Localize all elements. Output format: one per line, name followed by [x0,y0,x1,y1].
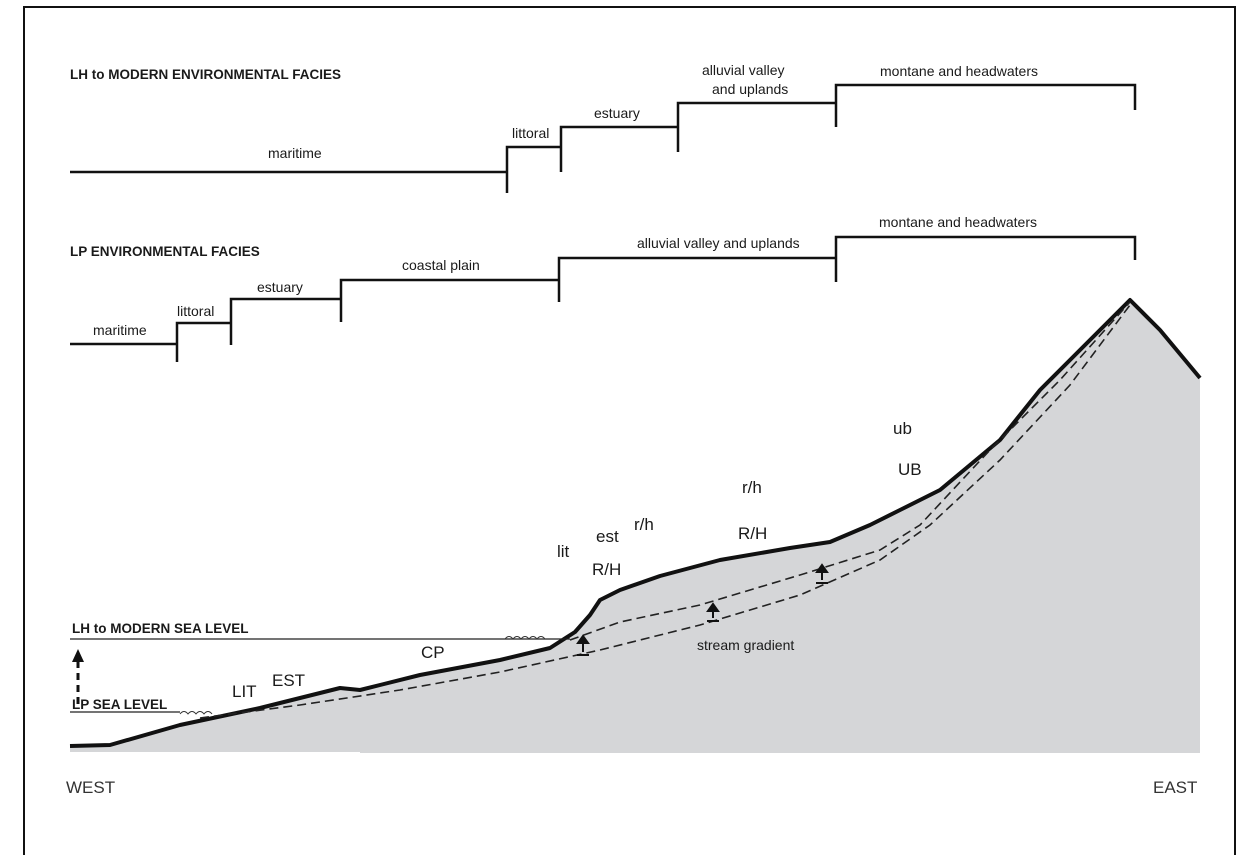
gradient-arrow-1 [576,634,590,656]
gradient-arrow-3 [815,563,829,584]
east-label: EAST [1153,778,1197,797]
stream-gradient-lower-line [199,304,1131,719]
profile-label-est-lower: est [596,527,619,546]
lh-facies-alluvial-1: alluvial valley [702,62,784,78]
profile-label-ub-upper: UB [898,460,922,479]
profile-label-cp: CP [421,643,445,662]
west-label: WEST [66,778,115,797]
lp-facies-title: LP ENVIRONMENTAL FACIES [70,244,260,259]
modern-sea-waves [504,636,546,640]
profile-label-rh-upper-2: R/H [738,524,767,543]
lh-facies-maritime: maritime [268,145,322,161]
lh-facies-littoral: littoral [512,125,549,141]
lp-facies-littoral: littoral [177,303,214,319]
ground-base-strip [360,713,1200,753]
modern-sea-level-label: LH to MODERN SEA LEVEL [72,621,249,636]
lp-facies-estuary: estuary [257,279,303,295]
lh-facies-title: LH to MODERN ENVIRONMENTAL FACIES [70,67,341,82]
lh-facies-step-line [70,83,1137,193]
lh-facies-montane: montane and headwaters [880,63,1038,79]
diagram-frame [23,6,1236,855]
lh-facies-estuary: estuary [594,105,640,121]
ground-profile-fill [70,300,1200,752]
lp-sea-level-label: LP SEA LEVEL [72,697,167,712]
profile-label-rh-upper-1: R/H [592,560,621,579]
lp-facies-maritime: maritime [93,322,147,338]
lh-facies-alluvial-2: and uplands [712,81,788,97]
profile-label-lit-upper: LIT [232,682,257,701]
profile-label-est-upper: EST [272,671,305,690]
lp-facies-step-line [70,235,1137,362]
gradient-arrow-2 [706,602,720,622]
lp-facies-coastal-plain: coastal plain [402,257,480,273]
sea-level-rise-arrow [72,649,84,704]
profile-label-rh-lower-1: r/h [634,515,654,534]
profile-label-ub-lower: ub [893,419,912,438]
profile-label-lit-lower: lit [557,542,570,561]
profile-label-rh-lower-2: r/h [742,478,762,497]
lp-facies-alluvial: alluvial valley and uplands [637,235,800,251]
stream-gradient-upper-line [569,301,1131,641]
lp-sea-waves [179,711,213,715]
ground-surface-line [69,298,1202,748]
lp-facies-montane: montane and headwaters [879,214,1037,230]
stream-gradient-label: stream gradient [697,637,794,653]
